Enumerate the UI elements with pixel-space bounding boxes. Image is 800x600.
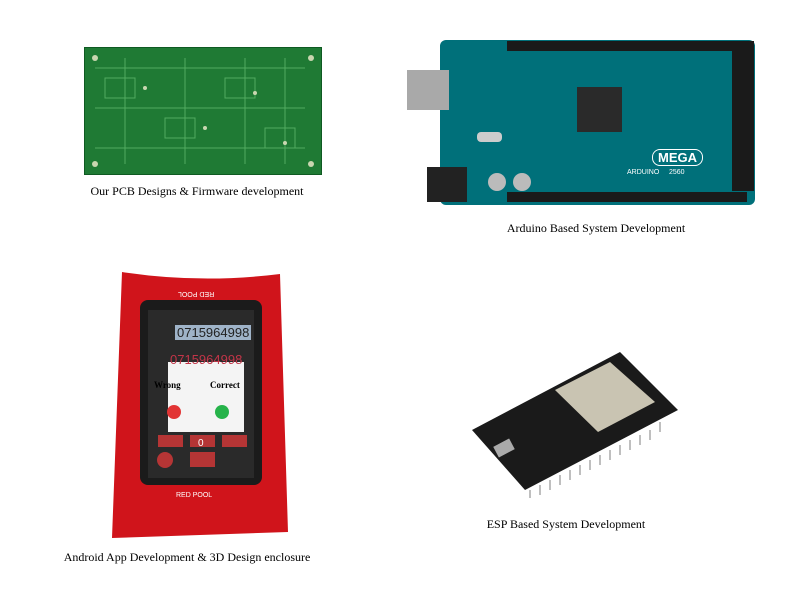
pcb-traces bbox=[92, 55, 314, 167]
esp32-board-image bbox=[470, 350, 680, 500]
android-device-image: RED POOL 0715964998 0715964998 Wrong Cor… bbox=[110, 270, 290, 542]
esp32-board bbox=[472, 352, 678, 498]
correct-label: Correct bbox=[210, 380, 240, 390]
esp-caption: ESP Based System Development bbox=[486, 517, 646, 531]
phone-number-display: 0715964998 bbox=[170, 352, 243, 367]
android-caption: Android App Development & 3D Design encl… bbox=[63, 550, 311, 564]
brand-top-label: RED POOL bbox=[178, 290, 215, 297]
wrong-label: Wrong bbox=[154, 380, 181, 390]
arduino-caption: Arduino Based System Development bbox=[506, 221, 686, 235]
key-0: 0 bbox=[198, 438, 204, 449]
arduino-brand-label: ARDUINO bbox=[627, 169, 660, 176]
arduino-mega-image: MEGA ARDUINO 2560 bbox=[407, 37, 757, 207]
pcb-design-image bbox=[84, 47, 322, 175]
arduino-model-label: 2560 bbox=[669, 169, 685, 176]
phone-number-field: 0715964998 bbox=[175, 325, 252, 340]
arduino-mega-label: MEGA bbox=[652, 149, 703, 166]
pcb-caption: Our PCB Designs & Firmware development bbox=[90, 184, 304, 198]
brand-bottom-label: RED POOL bbox=[176, 492, 213, 499]
red-enclosure bbox=[112, 272, 288, 538]
arduino-board bbox=[407, 40, 755, 205]
